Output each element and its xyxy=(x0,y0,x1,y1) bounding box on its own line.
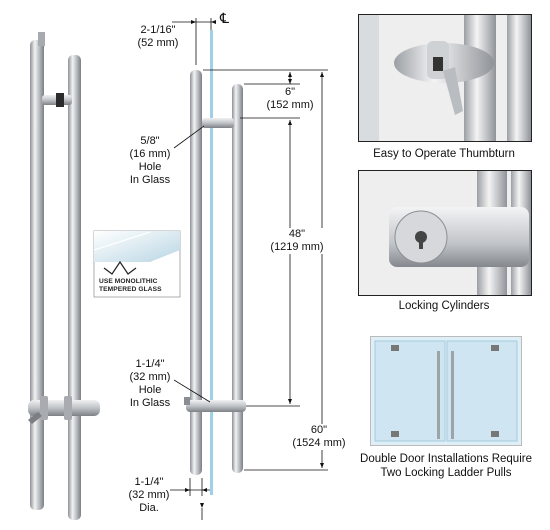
elevation-lock-body xyxy=(186,400,246,412)
top-gap-dimension: 6" (152 mm) xyxy=(266,86,314,111)
double-door-photo-art xyxy=(371,337,521,445)
double-door-photo xyxy=(370,336,522,446)
dimension-lines xyxy=(170,18,328,496)
cylinder-photo xyxy=(358,170,532,296)
handle-left-bar xyxy=(30,32,45,510)
double-door-caption: Double Door Installations Require Two Lo… xyxy=(360,453,532,479)
glass-badge-text: USE MONOLITHIC TEMPERED GLASS xyxy=(99,278,162,293)
glass-badge xyxy=(93,230,181,298)
cylinder-photo-art xyxy=(359,171,531,295)
dimension-arrows xyxy=(185,20,324,508)
lower-lock-body xyxy=(28,396,100,424)
elevation-thumbturn xyxy=(184,397,190,405)
center-to-center-dimension: 48" (1219 mm) xyxy=(262,228,332,254)
cylinder-caption: Locking Cylinders xyxy=(398,300,490,312)
elevation-standoff-top xyxy=(202,118,234,128)
handle-right-bar xyxy=(68,55,81,520)
overall-length-dimension: 60" (1524 mm) xyxy=(284,424,354,450)
elevation-bar-right xyxy=(232,84,243,473)
offset-dimension: 2-1/16" (52 mm) xyxy=(137,24,179,49)
centerline-symbol: ℄ xyxy=(220,10,229,26)
upper-standoff xyxy=(42,93,72,107)
diameter-dimension: 1-1/4" (32 mm) Dia. xyxy=(128,476,170,514)
glass-panel xyxy=(210,30,213,495)
elevation-bar-left xyxy=(190,70,202,475)
top-hole-dimension: 5/8" (16 mm) Hole In Glass xyxy=(129,135,171,186)
thumbturn-photo xyxy=(358,14,532,142)
thumbturn-caption: Easy to Operate Thumbturn xyxy=(373,148,515,160)
bottom-hole-dimension: 1-1/4" (32 mm) Hole In Glass xyxy=(129,358,171,409)
thumbturn-photo-art xyxy=(359,15,531,141)
